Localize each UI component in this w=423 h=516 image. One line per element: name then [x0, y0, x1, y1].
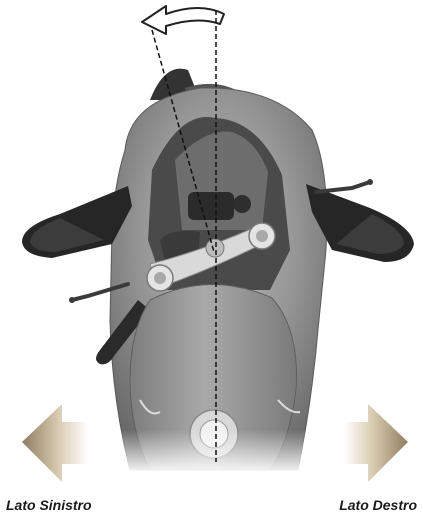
- right-side-label: Lato Destro: [339, 497, 417, 513]
- arrow-right-icon: [344, 404, 408, 482]
- left-side-label: Lato Sinistro: [6, 497, 92, 513]
- bottom-fade: [100, 430, 330, 475]
- arrow-left-icon: [22, 404, 88, 482]
- curved-arrow-left-icon: [142, 6, 224, 34]
